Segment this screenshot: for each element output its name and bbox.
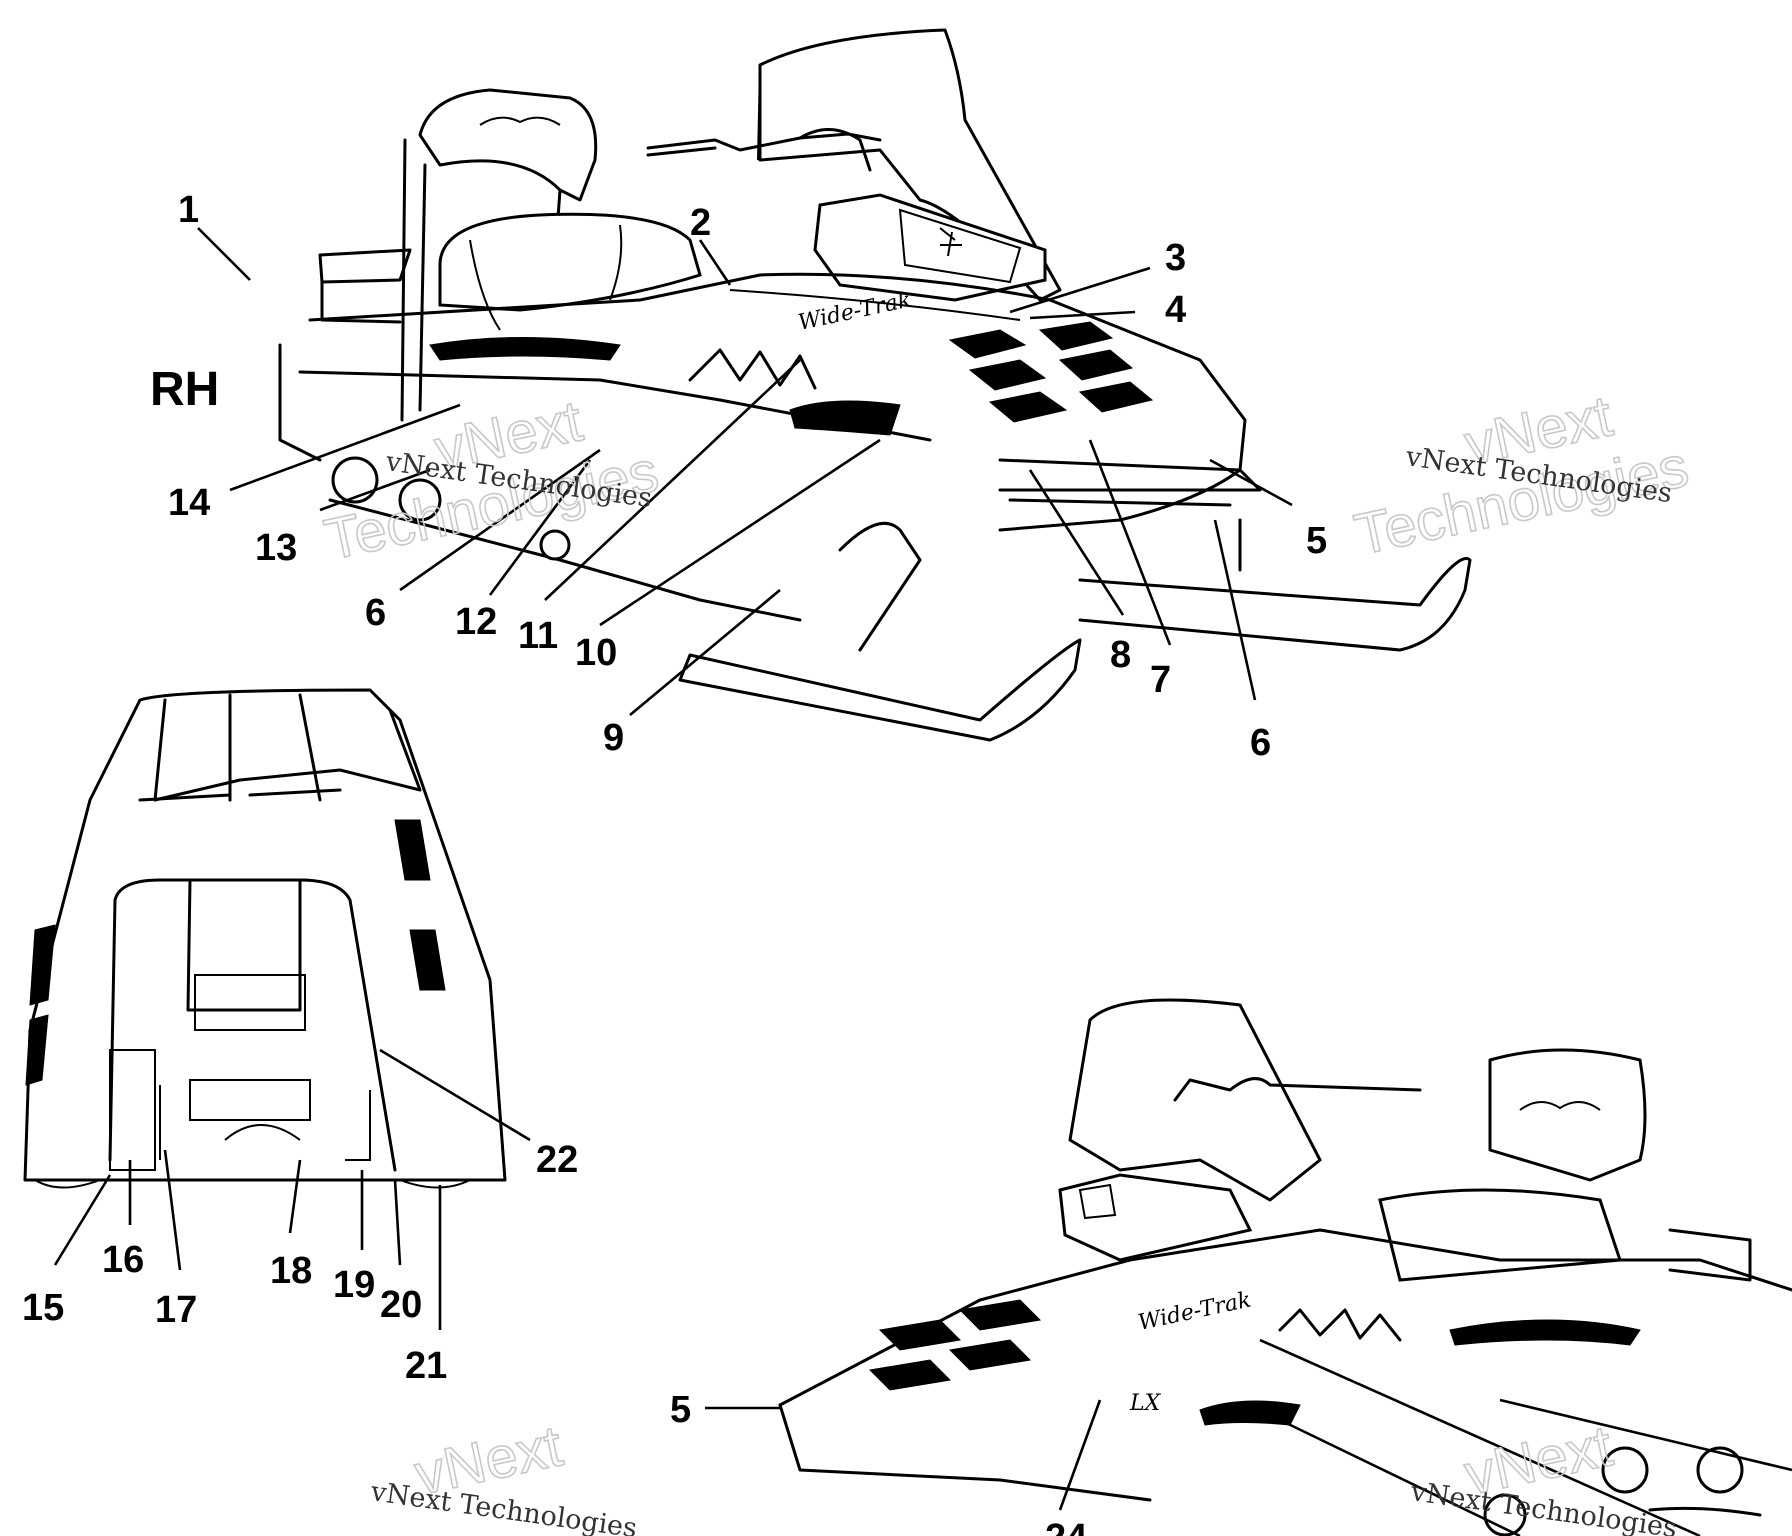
callout-13: 13 [255, 527, 297, 569]
callout-3: 3 [1165, 237, 1186, 279]
callout-24: 24 [1045, 1517, 1087, 1536]
callout-10: 10 [575, 632, 617, 674]
callout-6-second: 6 [1250, 722, 1271, 764]
svg-text:LX: LX [1129, 1391, 1162, 1416]
snowmobile-rh-view: Wide-Trak LX [278, 28, 1472, 742]
callout-8: 8 [1110, 634, 1131, 676]
callout-17: 17 [155, 1289, 197, 1331]
svg-text:Wide-Trak: Wide-Trak [1136, 1288, 1253, 1336]
callout-2: 2 [690, 202, 711, 244]
callout-14: 14 [168, 482, 210, 524]
callout-labels: RH 1 2 3 4 5 6 7 8 9 10 11 12 13 14 6 15… [22, 189, 1327, 1536]
leader-lines [53, 227, 1792, 1536]
callout-15: 15 [22, 1287, 64, 1329]
snowmobile-lh-view: Wide-Trak LX [778, 998, 1792, 1536]
callout-6: 6 [365, 592, 386, 634]
callout-9: 9 [603, 717, 624, 759]
callout-5: 5 [1306, 520, 1327, 562]
callout-5-second: 5 [670, 1389, 691, 1431]
svg-text:Wide-Trak: Wide-Trak [796, 288, 913, 336]
callout-7: 7 [1150, 659, 1171, 701]
callout-18: 18 [270, 1250, 312, 1292]
callout-12: 12 [455, 601, 497, 643]
callout-20: 20 [380, 1284, 422, 1326]
hood-underside-view [23, 688, 507, 1189]
callout-21: 21 [405, 1345, 447, 1387]
svg-text:LX: LX [839, 411, 872, 436]
callout-4: 4 [1165, 289, 1186, 331]
callout-11: 11 [518, 615, 558, 657]
callout-22: 22 [536, 1139, 578, 1181]
view-label: RH [150, 363, 219, 416]
callout-19: 19 [333, 1264, 375, 1306]
callout-16: 16 [102, 1239, 144, 1281]
callout-1: 1 [178, 189, 199, 231]
